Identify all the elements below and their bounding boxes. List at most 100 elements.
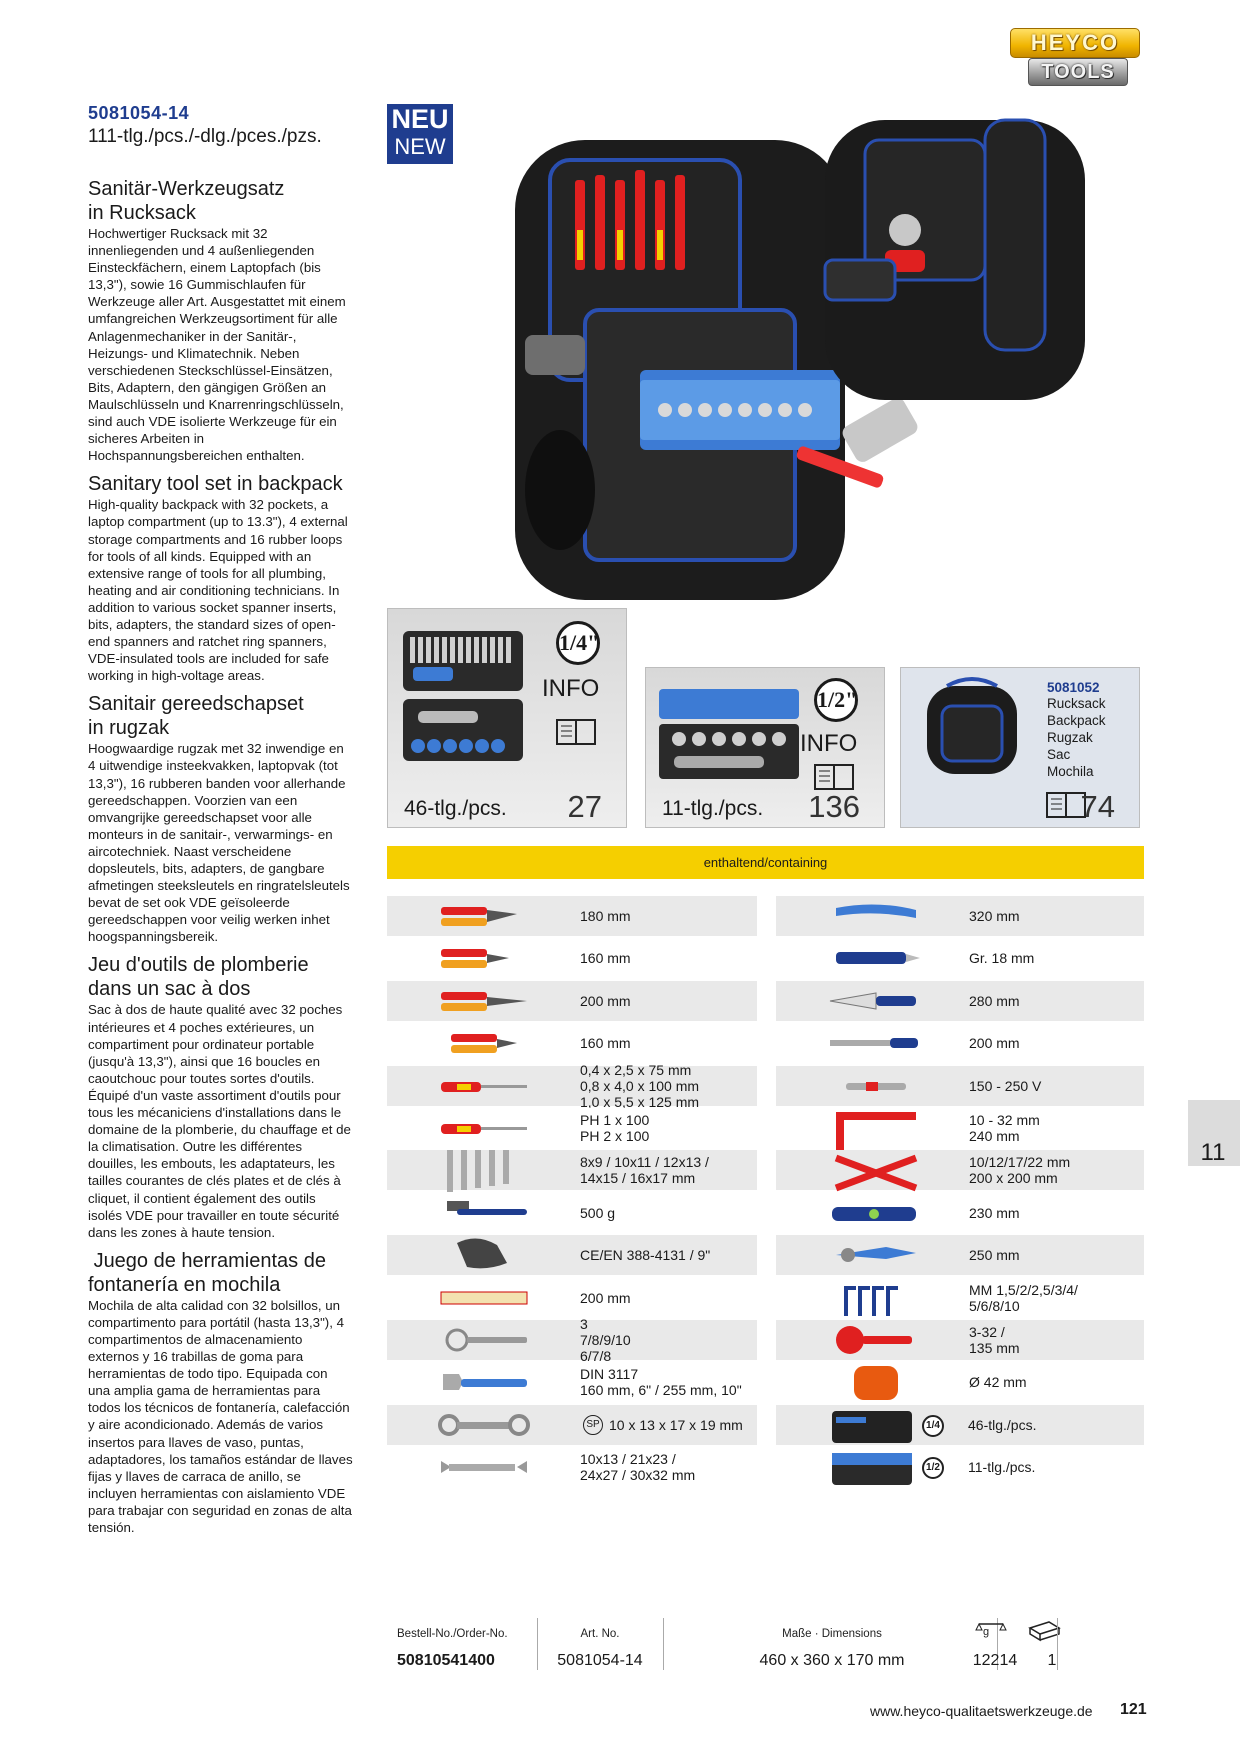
content-text: 160 mm — [580, 950, 631, 966]
content-row: 180 mm — [387, 896, 757, 936]
related-backpack-description: 5081052 Rucksack Backpack Rugzak Sac Moc… — [1047, 680, 1106, 780]
catalog-book-icon — [1046, 792, 1086, 818]
name-es: Mochila — [1047, 764, 1094, 779]
text-fr: Sac à dos de haute qualité avec 32 poche… — [88, 1002, 351, 1240]
content-row: CE/EN 388-4131 / 9" — [387, 1235, 757, 1276]
content-text: 8x9 / 10x11 / 12x13 /14x15 / 16x17 mm — [580, 1154, 709, 1186]
footer-url[interactable]: www.heyco-qualitaetswerkzeuge.de — [870, 1703, 1093, 1719]
quarter-inch-badge: 1/4" — [556, 621, 600, 665]
socket-set-catalog-page: 136 — [808, 789, 860, 824]
tool-image — [437, 1064, 537, 1113]
heading-en: Sanitary tool set in backpack — [88, 473, 343, 496]
name-en: Backpack — [1047, 713, 1106, 728]
content-text: 320 mm — [969, 908, 1020, 924]
content-line: PH 1 x 100 — [580, 1112, 650, 1128]
content-row: Gr. 18 mm — [776, 938, 1144, 979]
content-line: 200 mm — [580, 992, 631, 1009]
content-row: MM 1,5/2/2,5/3/4/5/6/8/10 — [776, 1277, 1144, 1318]
content-line: 180 mm — [580, 908, 631, 924]
info-box-bit-set[interactable]: 1/4" INFO 46-tlg./pcs. 27 — [387, 608, 627, 828]
text-de: Hochwertiger Rucksack mit 32 innenliegen… — [88, 226, 346, 464]
folding-rule-icon — [440, 1291, 528, 1305]
header-order-no: Bestell-No./Order-No. — [397, 1628, 508, 1640]
content-line: 3 — [580, 1316, 588, 1332]
content-line: 240 mm — [969, 1128, 1020, 1144]
long-nose-pliers-icon — [441, 991, 527, 1011]
tool-image — [437, 1106, 537, 1155]
content-line: 10 x 13 x 17 x 19 mm — [609, 1416, 743, 1433]
socket-set-piece-count: 11-tlg./pcs. — [662, 797, 764, 820]
text-es: Mochila de alta calidad con 32 bolsillos… — [88, 1297, 353, 1535]
content-text: 160 mm — [580, 1035, 631, 1051]
content-line: 46-tlg./pcs. — [968, 1416, 1037, 1433]
content-text: 250 mm — [969, 1247, 1020, 1263]
content-line: 320 mm — [969, 908, 1020, 924]
order-number-value: 50810541400 — [397, 1652, 495, 1669]
new-badge: NEU NEW — [387, 104, 453, 164]
content-text: 10x13 / 21x23 /24x27 / 30x32 mm — [580, 1451, 695, 1483]
pipe-cutter-icon — [836, 1326, 912, 1354]
tool-image — [826, 1191, 926, 1240]
adjustable-wrench-icon — [443, 1374, 527, 1391]
content-text: Gr. 18 mm — [969, 950, 1034, 966]
content-text: 200 mm — [969, 1035, 1020, 1051]
tool-image — [826, 1021, 926, 1070]
content-text: 3-32 /135 mm — [969, 1324, 1020, 1356]
spirit-level-icon — [832, 1206, 916, 1221]
content-line: 500 g — [580, 1204, 616, 1221]
tool-image — [437, 936, 537, 985]
tool-image — [437, 1360, 537, 1409]
content-text: 200 mm — [580, 1290, 631, 1306]
logo-heyco: HEYCO — [1010, 28, 1140, 58]
new-badge-de: NEU — [391, 104, 449, 134]
weight-unit: g — [983, 1626, 990, 1638]
content-row: 200 mm — [387, 1277, 757, 1318]
bit-set-photo — [403, 631, 523, 761]
text-en: High-quality backpack with 32 pockets, a… — [88, 497, 348, 684]
tool-image — [826, 1106, 926, 1155]
file-icon — [830, 1038, 918, 1049]
tool-image — [826, 1064, 926, 1113]
cutter-knife-icon — [836, 952, 920, 965]
tool-image — [437, 1191, 537, 1240]
content-row: 8x9 / 10x11 / 12x13 /14x15 / 16x17 mm — [387, 1150, 757, 1193]
hammer-icon — [447, 1200, 527, 1215]
content-row: 500 g — [387, 1192, 757, 1233]
info-box-socket-set[interactable]: 1/2" INFO 11-tlg./pcs. 136 — [645, 667, 885, 828]
text-nl: Hoogwaardige rugzak met 32 inwendige en … — [88, 741, 350, 945]
content-text: CE/EN 388-4131 / 9" — [580, 1247, 710, 1263]
scale-weight-icon — [975, 1622, 1007, 1631]
content-line: 14x15 / 16x17 mm — [580, 1170, 696, 1187]
containing-bar: enthaltend/containing — [387, 846, 1144, 879]
catalog-book-icon — [814, 764, 854, 790]
socket-box-icon — [832, 1453, 912, 1486]
art-number-value: 5081054-14 — [557, 1652, 643, 1669]
content-line: 10 - 32 mm — [969, 1112, 1040, 1128]
badge-sp: SP — [583, 1414, 603, 1435]
content-line: PH 2 x 100 — [580, 1128, 650, 1144]
content-text: 150 - 250 V — [969, 1078, 1041, 1094]
content-line: 3-32 / — [969, 1324, 1005, 1340]
content-line: 250 mm — [969, 1247, 1020, 1264]
tool-image — [826, 979, 926, 1028]
bit-set-catalog-page: 27 — [567, 789, 602, 824]
content-text: 200 mm — [580, 993, 631, 1009]
tool-image — [437, 979, 537, 1028]
name-fr: Sac — [1047, 747, 1071, 762]
content-row: 250 mm — [776, 1235, 1144, 1276]
tool-image — [826, 1360, 926, 1409]
related-backpack-box[interactable]: 5081052 Rucksack Backpack Rugzak Sac Moc… — [900, 667, 1140, 828]
heading-nl: Sanitair gereedschapset in rugzak — [88, 693, 304, 740]
deburrer-icon — [854, 1366, 898, 1401]
content-line: 135 mm — [969, 1340, 1020, 1356]
content-line: 8x9 / 10x11 / 12x13 / — [580, 1154, 709, 1171]
tool-image — [826, 1276, 926, 1325]
chapter-number: 11 — [1200, 1139, 1226, 1166]
